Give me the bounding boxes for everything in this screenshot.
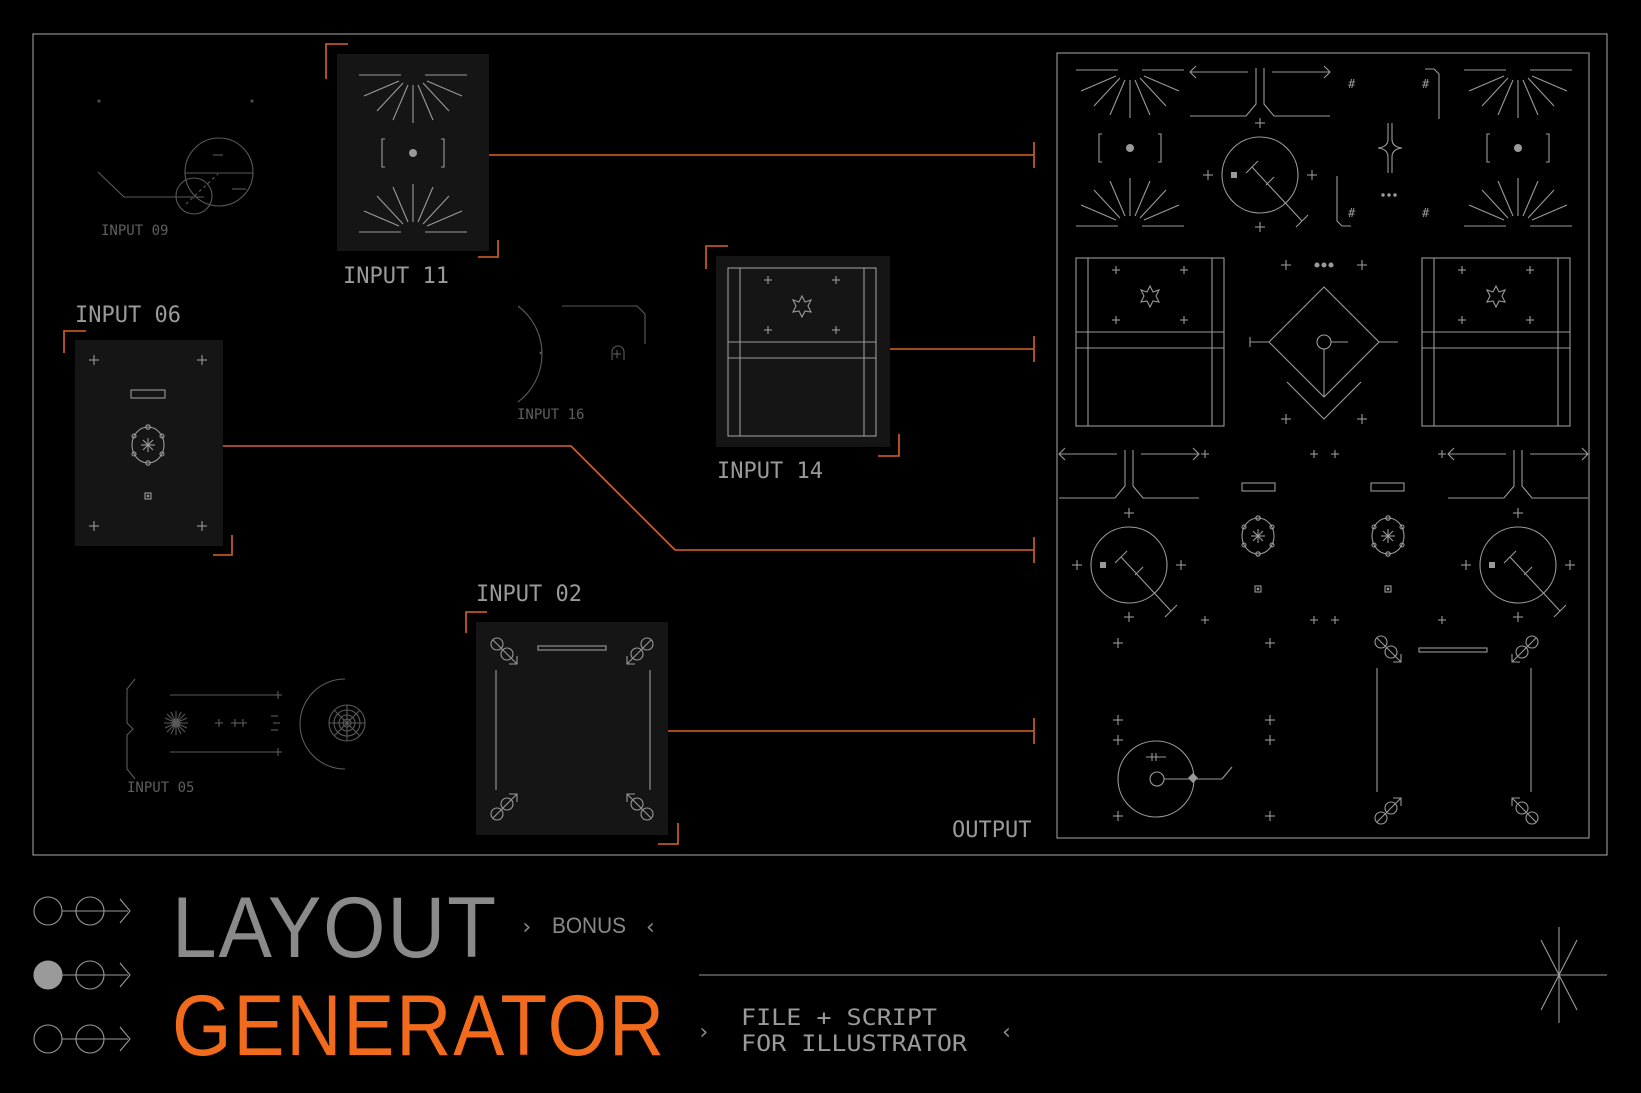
output-frame [1056,52,1590,839]
corner-bracket-top-left [705,245,728,269]
svg-text:#: # [1348,77,1356,91]
circle-filled-arrow-icon [33,960,131,990]
circle-outline-arrow-icon [33,1024,131,1054]
input-11-node[interactable] [325,43,499,258]
subtitle-line-1: FILE + SCRIPT [741,1006,937,1031]
input-02-node[interactable] [465,611,679,845]
corner-arrows-icon [490,637,654,821]
svg-text:#: # [1422,206,1430,220]
chevron-left-icon: ‹ [644,915,657,940]
flower-icon [88,354,208,532]
input-16-label: INPUT 16 [517,407,584,423]
input-02-card [476,622,668,835]
input-06-label: INPUT 06 [75,303,181,328]
corner-bracket-top-left [63,330,86,353]
connectors [223,142,1035,744]
subtitle-line-2: FOR ILLUSTRATOR [741,1032,968,1057]
output-composition: # # # # [1058,65,1589,825]
chevron-left-icon: ‹ [1000,1020,1013,1045]
bonus-badge: › BONUS ‹ [520,913,657,940]
circle-outline-arrow-icon [33,896,131,926]
input-14-card [716,256,890,447]
input-05-label: INPUT 05 [127,780,194,796]
corner-bracket-bottom-right [878,434,900,457]
input-16-artwork [517,305,646,403]
input-14-node[interactable] [705,245,900,457]
main-frame [32,33,1608,856]
input-05-artwork [126,678,366,780]
corner-bracket-bottom-right [658,823,679,845]
connector-input-06 [223,445,1034,551]
output-label: OUTPUT [952,818,1031,843]
chevron-right-icon: › [520,915,533,940]
title-generator: GENERATOR [172,978,666,1074]
corner-bracket-bottom-right [478,240,499,258]
bullet-list-icons [33,896,131,1054]
corner-bracket-top-left [465,611,487,633]
input-11-label: INPUT 11 [343,264,449,289]
chevron-right-icon: › [697,1020,710,1045]
input-06-node[interactable] [63,330,233,556]
input-06-card [75,340,223,546]
input-09-label: INPUT 09 [101,223,168,239]
asterisk-star-icon [1524,927,1607,1023]
corner-bracket-top-left [325,43,348,79]
output-panel[interactable]: # # # # [1056,52,1590,839]
subtitle-badge: › FILE + SCRIPT FOR ILLUSTRATOR ‹ [697,1006,1013,1057]
svg-text:#: # [1348,206,1356,220]
bonus-text: BONUS [552,913,626,938]
input-09-artwork [97,99,254,215]
title-layout: LAYOUT [172,880,498,976]
input-14-label: INPUT 14 [717,459,823,484]
svg-text:#: # [1422,77,1430,91]
corner-bracket-bottom-right [213,535,233,556]
input-02-label: INPUT 02 [476,582,582,607]
